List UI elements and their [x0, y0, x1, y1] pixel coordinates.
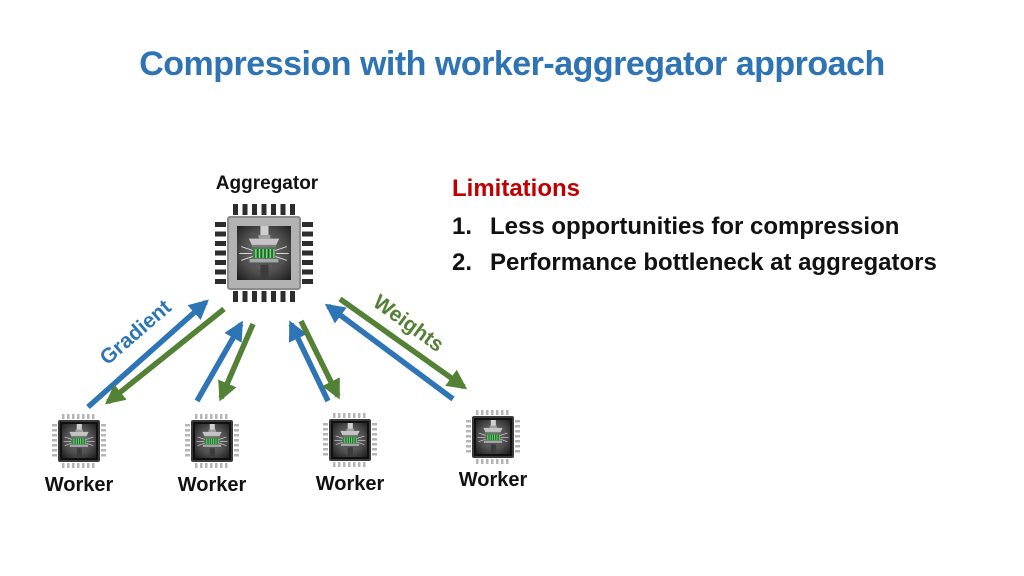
gradient-arrow-worker3: [288, 320, 331, 403]
chip-pins-bottom: [333, 462, 367, 467]
chip-body: [472, 416, 514, 458]
aggregator-chip: [214, 203, 314, 303]
chip-pins-top: [476, 410, 510, 415]
limitation-number: 2.: [452, 249, 473, 276]
limitations-heading: Limitations: [452, 175, 581, 202]
chip-pins-right: [101, 424, 106, 458]
limitation-item-2: 2. Performance bottleneck at aggregators: [452, 245, 1012, 281]
worker-label-3: Worker: [315, 473, 385, 495]
chip-pins-top: [333, 413, 367, 418]
weights-arrow-worker2: [218, 322, 256, 402]
chip-pins-top: [62, 414, 96, 419]
chip-body: [191, 420, 233, 462]
limitations-block: Limitations 1. Less opportunities for co…: [452, 174, 1012, 281]
worker-chip-4: [466, 410, 520, 464]
chip-compression-icon: [195, 424, 229, 458]
chip-compression-icon: [476, 420, 510, 454]
worker-label-4: Worker: [458, 469, 528, 491]
chip-pins-bottom: [195, 463, 229, 468]
chip-body: [227, 216, 301, 290]
worker-chip-2: [185, 414, 239, 468]
chip-compression-icon: [62, 424, 96, 458]
chip-compression-icon: [237, 226, 291, 280]
limitation-text: Less opportunities for compression: [490, 213, 900, 240]
chip-pins-bottom: [233, 291, 295, 302]
chip-pins-bottom: [62, 463, 96, 468]
chip-pins-left: [215, 222, 226, 284]
chip-pins-left: [466, 420, 471, 454]
worker-chip-3: [323, 413, 377, 467]
chip-pins-left: [52, 424, 57, 458]
chip-compression-icon: [333, 423, 367, 457]
limitation-text: Performance bottleneck at aggregators: [490, 249, 937, 276]
worker-chip-1: [52, 414, 106, 468]
chip-pins-left: [185, 424, 190, 458]
chip-pins-left: [323, 423, 328, 457]
weights-arrow-worker3: [298, 319, 341, 400]
chip-pins-right: [234, 424, 239, 458]
weights-label: Weights: [368, 290, 448, 357]
chip-pins-top: [233, 204, 295, 215]
worker-label-2: Worker: [177, 474, 247, 496]
chip-pins-bottom: [476, 459, 510, 464]
limitation-item-1: 1. Less opportunities for compression: [452, 209, 1012, 245]
chip-pins-right: [372, 423, 377, 457]
chip-pins-right: [515, 420, 520, 454]
chip-pins-right: [302, 222, 313, 284]
slide-title: Compression with worker-aggregator appro…: [139, 45, 885, 83]
chip-body: [58, 420, 100, 462]
gradient-arrow-worker2: [194, 320, 244, 403]
gradient-label: Gradient: [95, 295, 176, 370]
limitation-number: 1.: [452, 213, 473, 240]
chip-body: [329, 419, 371, 461]
chip-pins-top: [195, 414, 229, 419]
aggregator-label: Aggregator: [215, 173, 319, 194]
worker-label-1: Worker: [44, 474, 114, 496]
